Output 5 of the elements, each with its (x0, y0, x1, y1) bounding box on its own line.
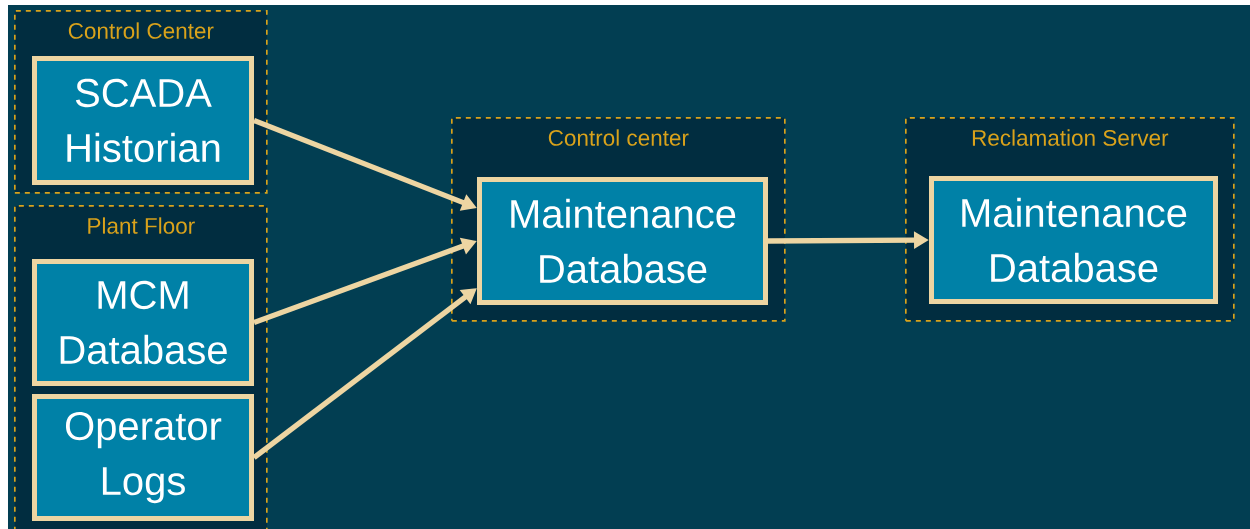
process-box: Operator Logs (32, 394, 254, 521)
process-box: Maintenance Database (929, 176, 1218, 304)
process-box: SCADA Historian (32, 56, 254, 185)
process-box: MCM Database (32, 259, 254, 386)
process-box: Maintenance Database (477, 177, 768, 305)
